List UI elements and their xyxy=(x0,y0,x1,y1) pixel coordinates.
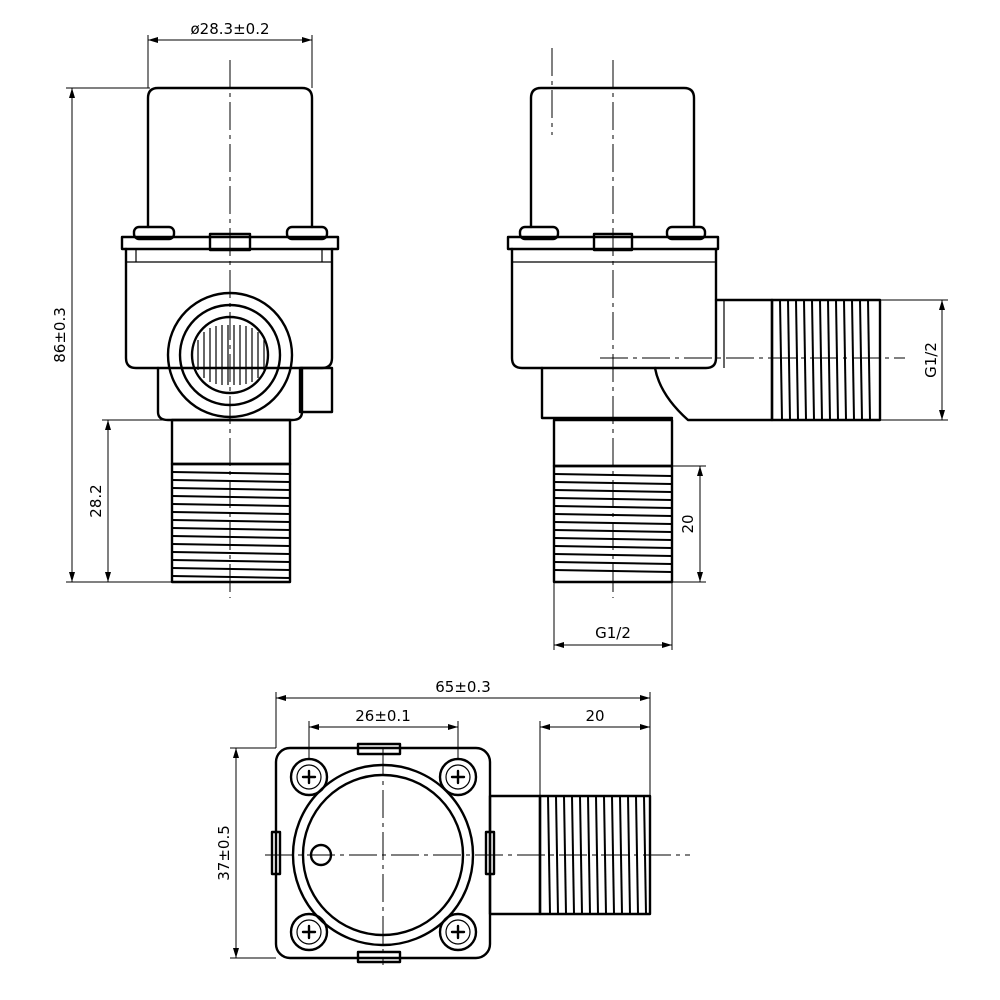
thread-crest xyxy=(811,299,815,421)
thread-crest xyxy=(787,299,791,421)
side-outlet-thread xyxy=(770,298,882,422)
thread-crest xyxy=(171,575,291,579)
thread-crest xyxy=(795,299,799,421)
front-filter-screen xyxy=(197,325,265,385)
front-thread xyxy=(170,462,292,584)
thread-crest xyxy=(779,299,783,421)
thread-crest xyxy=(171,535,291,539)
side-body xyxy=(510,247,718,370)
side-outlet-thread-lines xyxy=(779,299,871,421)
thread-crest xyxy=(171,551,291,555)
dim-top-hole-spacing: 26±0.1 xyxy=(355,707,411,725)
dim-top-outlet-length: 20 xyxy=(585,707,604,725)
top-screw-tr xyxy=(438,757,478,797)
top-screw-bl xyxy=(289,912,329,952)
thread-crest xyxy=(553,561,673,565)
dim-top-body-height: 37±0.5 xyxy=(215,825,233,881)
thread-crest xyxy=(819,299,823,421)
thread-crest xyxy=(171,519,291,523)
thread-crest xyxy=(171,511,291,515)
top-screw-tl xyxy=(289,757,329,797)
front-view xyxy=(120,60,340,598)
front-neck xyxy=(170,418,292,466)
side-view xyxy=(506,48,905,598)
thread-crest xyxy=(803,299,807,421)
thread-crest xyxy=(851,299,855,421)
front-screw-right xyxy=(285,225,329,241)
thread-crest xyxy=(547,795,551,915)
front-body xyxy=(124,247,334,370)
thread-crest xyxy=(595,795,599,915)
dim-overall-height: 86±0.3 xyxy=(51,307,69,363)
thread-crest xyxy=(171,495,291,499)
thread-crest xyxy=(171,487,291,491)
thread-crest xyxy=(171,567,291,571)
thread-crest xyxy=(859,299,863,421)
dim-side-thread-length: 20 xyxy=(679,514,697,533)
thread-crest xyxy=(843,299,847,421)
top-view xyxy=(265,742,690,965)
thread-crest xyxy=(171,503,291,507)
side-screw-right xyxy=(665,225,707,241)
top-screw-br xyxy=(438,912,478,952)
thread-crest xyxy=(171,471,291,475)
top-tab-lower xyxy=(356,950,402,964)
dim-top-overall-width: 65±0.3 xyxy=(435,678,491,696)
thread-crest xyxy=(171,559,291,563)
thread-crest xyxy=(867,299,871,421)
thread-crest xyxy=(555,795,559,915)
side-screw-left xyxy=(518,225,560,241)
thread-crest xyxy=(587,795,591,915)
dim-front-diameter: ø28.3±0.2 xyxy=(191,20,270,38)
front-thread-lines xyxy=(171,471,291,579)
side-lower-block xyxy=(540,366,674,420)
top-tab-upper xyxy=(356,742,402,756)
front-side-boss xyxy=(298,366,334,414)
dim-side-outlet-thread: G1/2 xyxy=(922,342,940,378)
thread-crest xyxy=(171,543,291,547)
thread-crest xyxy=(827,299,831,421)
front-screw-left xyxy=(132,225,176,241)
thread-crest xyxy=(171,527,291,531)
dimension-lines xyxy=(66,35,948,959)
thread-crest xyxy=(171,479,291,483)
dim-side-bottom-thread: G1/2 xyxy=(595,624,631,642)
top-tab-left xyxy=(270,830,282,876)
dim-front-thread-length: 28.2 xyxy=(87,484,105,517)
side-outlet-pipe xyxy=(653,298,774,422)
thread-crest xyxy=(835,299,839,421)
